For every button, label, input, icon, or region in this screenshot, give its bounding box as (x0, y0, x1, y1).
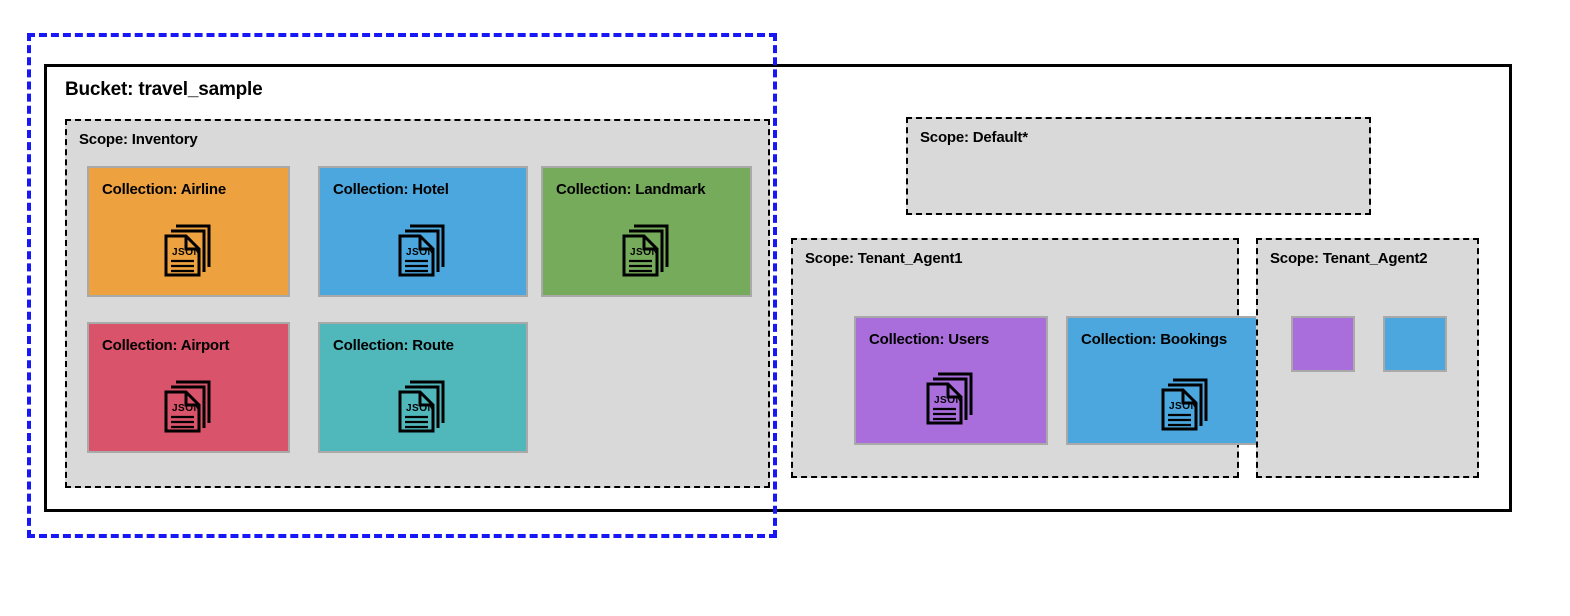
scope-default[interactable]: Scope: Default* (906, 117, 1371, 215)
collection-hotel[interactable]: Collection: Hotel JSON (318, 166, 528, 297)
svg-text:JSON: JSON (172, 403, 201, 414)
scope-default-title: Scope: Default* (920, 129, 1028, 146)
collection-bookings-label: Collection: Bookings (1081, 331, 1228, 348)
collection-users-label: Collection: Users (869, 331, 989, 348)
json-documents-icon: JSON (156, 373, 222, 435)
collection-users[interactable]: Collection: Users JSON (854, 316, 1048, 445)
scope-tenant-agent1-title: Scope: Tenant_Agent1 (805, 250, 963, 267)
collection-airline[interactable]: Collection: Airline JSON (87, 166, 290, 297)
svg-text:JSON: JSON (630, 247, 659, 258)
scope-tenant-agent2[interactable]: Scope: Tenant_Agent2 (1256, 238, 1479, 478)
collection-landmark-label: Collection: Landmark (556, 181, 706, 198)
svg-text:JSON: JSON (934, 395, 963, 406)
collection-bookings[interactable]: Collection: Bookings JSON (1066, 316, 1260, 445)
collection-hotel-label: Collection: Hotel (333, 181, 449, 198)
svg-text:JSON: JSON (406, 403, 435, 414)
collection-airport-label: Collection: Airport (102, 337, 230, 354)
json-documents-icon: JSON (156, 217, 222, 279)
scope-inventory-title: Scope: Inventory (79, 131, 198, 148)
json-documents-icon: JSON (390, 373, 456, 435)
json-documents-icon: JSON (390, 217, 456, 279)
json-documents-icon: JSON (1153, 371, 1219, 433)
svg-text:JSON: JSON (172, 247, 201, 258)
svg-text:JSON: JSON (406, 247, 435, 258)
collection-placeholder-blue[interactable] (1383, 316, 1447, 372)
bucket-container[interactable]: Bucket: travel_sample Scope: Inventory C… (44, 64, 1512, 512)
collection-airport[interactable]: Collection: Airport JSON (87, 322, 290, 453)
bucket-title: Bucket: travel_sample (65, 79, 263, 100)
scope-inventory[interactable]: Scope: Inventory Collection: Airline JSO… (65, 119, 770, 488)
collection-placeholder-purple[interactable] (1291, 316, 1355, 372)
svg-text:JSON: JSON (1169, 401, 1198, 412)
scope-tenant-agent2-title: Scope: Tenant_Agent2 (1270, 250, 1428, 267)
collection-landmark[interactable]: Collection: Landmark JSON (541, 166, 752, 297)
json-documents-icon: JSON (614, 217, 680, 279)
collection-airline-label: Collection: Airline (102, 181, 226, 198)
json-documents-icon: JSON (918, 365, 984, 427)
scope-tenant-agent1[interactable]: Scope: Tenant_Agent1 Collection: Users J… (791, 238, 1260, 478)
collection-route[interactable]: Collection: Route JSON (318, 322, 528, 453)
collection-route-label: Collection: Route (333, 337, 454, 354)
